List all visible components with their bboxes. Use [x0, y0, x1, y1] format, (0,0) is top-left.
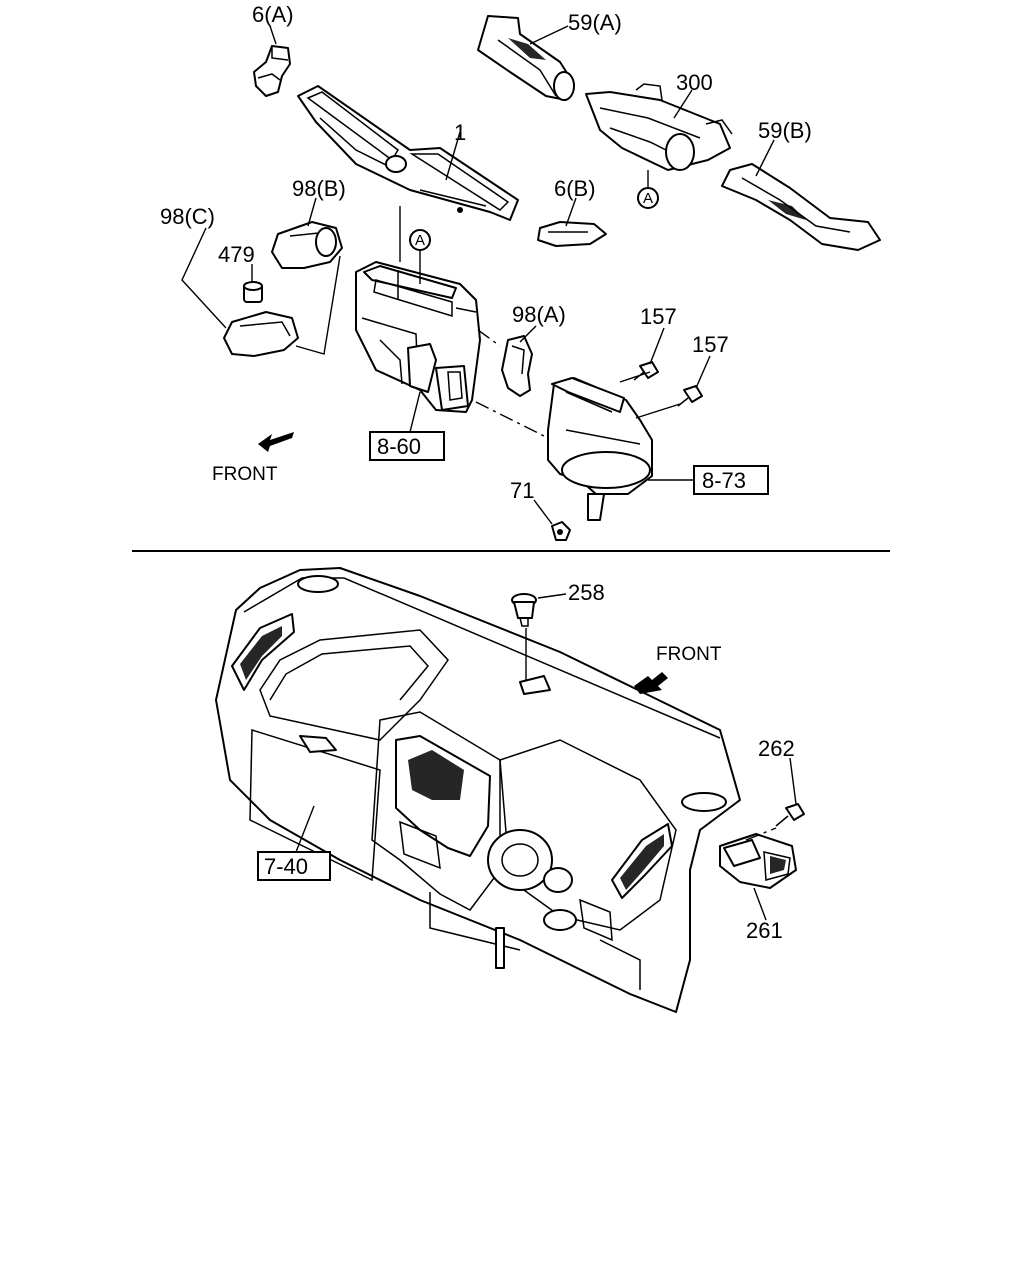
part-479-clip: [243, 281, 263, 303]
callout-1: 1: [454, 120, 466, 145]
part-157-screw-b: [677, 385, 703, 407]
callout-6a: 6(A): [252, 2, 294, 27]
part-98b-foot-duct: [271, 221, 343, 269]
part-instrument-panel: [215, 567, 741, 1013]
callout-98a: 98(A): [512, 302, 566, 327]
leader-59b: [755, 139, 775, 177]
leader-screw-blower: [635, 403, 681, 419]
leader-screw-blower-2: [619, 371, 651, 383]
leader-59a: [529, 25, 569, 45]
callout-262: 262: [758, 736, 795, 761]
callout-157a: 157: [640, 304, 677, 329]
callout-59b: 59(B): [758, 118, 812, 143]
ref-7-40-label: 7-40: [264, 854, 308, 879]
dashdot-261-262: [745, 827, 777, 841]
leader-258: [537, 593, 567, 599]
leader-1: [445, 131, 461, 181]
part-157-screw-a: [633, 361, 659, 381]
part-98c-duct: [223, 311, 299, 357]
leader-157a: [649, 327, 665, 365]
callout-261: 261: [746, 918, 783, 943]
part-98a-duct: [501, 335, 533, 397]
leader-6b: [565, 197, 577, 227]
callout-479: 479: [218, 242, 255, 267]
part-59b-duct: [721, 163, 881, 251]
part-59a-duct: [477, 15, 575, 101]
callout-71: 71: [510, 478, 534, 503]
callout-258: 258: [568, 580, 605, 605]
part-6b-duct: [537, 221, 607, 247]
leader-262: [789, 757, 797, 805]
callout-6b: 6(B): [554, 176, 596, 201]
ref-box-7-40: [257, 851, 331, 881]
callout-157b: 157: [692, 332, 729, 357]
part-6a-elbow-duct: [253, 45, 291, 97]
front-arrow-upper: [258, 432, 294, 452]
leader-98a: [519, 325, 537, 343]
leader-71: [533, 499, 553, 525]
part-1-defroster-nozzle: [297, 85, 519, 221]
leader-98c-link: [295, 255, 341, 355]
part-261-connector: [719, 833, 797, 889]
part-heater-unit: [355, 261, 481, 413]
front-label-lower: FRONT: [656, 644, 722, 665]
ref-8-60-label: 8-60: [377, 434, 421, 459]
leader-98b: [307, 197, 317, 227]
part-300-center-vent: [585, 83, 733, 171]
leader-8-60: [409, 391, 421, 433]
circle-ref-a-unit-label: A: [415, 232, 425, 249]
ref-box-8-60: [369, 431, 445, 461]
leader-7-40: [295, 805, 315, 853]
callout-98b: 98(B): [292, 176, 346, 201]
ref-8-73-label: 8-73: [702, 468, 746, 493]
part-71-nut: [551, 521, 571, 541]
part-258-clip: [511, 593, 537, 627]
front-arrow-lower: [634, 672, 668, 694]
callout-300: 300: [676, 70, 713, 95]
circle-ref-a-right-label: A: [643, 190, 653, 207]
callout-59a: 59(A): [568, 10, 622, 35]
front-label-upper: FRONT: [212, 464, 278, 485]
part-blower-unit: [547, 377, 653, 521]
part-262-screw: [775, 803, 805, 827]
leader-157b: [695, 355, 711, 389]
leader-98c-bracket: [181, 227, 227, 329]
callout-98c: 98(C): [160, 204, 215, 229]
dashdot-unit-to-blower: [475, 401, 549, 439]
ref-box-8-73: [693, 465, 769, 495]
dashdot-unit-to-98a: [477, 329, 501, 347]
leader-300: [673, 89, 693, 119]
leader-261: [753, 887, 767, 921]
leader-6a: [269, 25, 277, 45]
